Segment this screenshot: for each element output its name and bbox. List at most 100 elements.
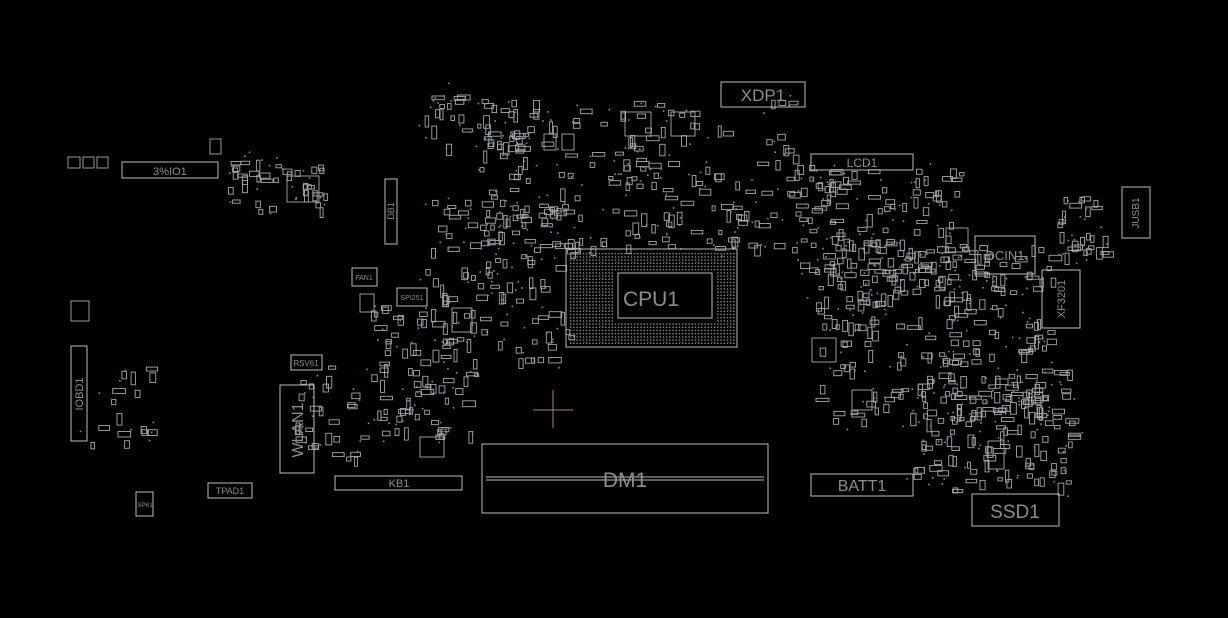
- via-dot: [530, 218, 533, 220]
- component-rsv61[interactable]: RSV61: [290, 354, 323, 371]
- cpu-ball: [598, 265, 601, 268]
- cpu-ball: [730, 294, 732, 296]
- cpu-ball: [579, 272, 581, 274]
- via-dot: [1005, 345, 1007, 348]
- cpu-ball: [611, 301, 613, 303]
- cpu-ball: [576, 310, 578, 312]
- via-dot: [1067, 200, 1069, 202]
- passive-component: [414, 414, 420, 421]
- via-dot: [467, 281, 470, 283]
- cpu-ball: [595, 256, 597, 258]
- via-dot: [119, 380, 121, 382]
- passive-component: [497, 140, 502, 151]
- cpu-ball: [589, 301, 591, 303]
- cpu-ball: [704, 329, 706, 332]
- via-dot: [797, 259, 799, 261]
- via-dot: [867, 240, 870, 243]
- via-dot: [1051, 361, 1053, 364]
- cpu-ball: [592, 342, 594, 344]
- passive-component: [398, 408, 412, 414]
- component-cpu1[interactable]: CPU1: [565, 248, 738, 348]
- connector-dm1[interactable]: DM1: [481, 443, 769, 514]
- cpu-ball: [598, 339, 601, 341]
- via-dot: [1016, 369, 1018, 371]
- passive-component: [871, 316, 876, 328]
- cpu-ball: [627, 323, 629, 325]
- cpu-ball: [582, 329, 585, 332]
- connector-dcin1[interactable]: DCIN1: [974, 235, 1036, 275]
- via-dot: [923, 415, 925, 418]
- cpu-ball: [723, 323, 725, 325]
- connector-lcd1[interactable]: LCD1: [810, 153, 914, 171]
- cpu-ball: [669, 262, 671, 264]
- cpu-ball: [733, 272, 735, 274]
- connector-top-left-small[interactable]: [67, 138, 222, 169]
- connector-xdp1[interactable]: XDP1: [720, 81, 806, 108]
- passive-component: [379, 379, 386, 393]
- passive-component: [555, 243, 565, 250]
- via-dot: [443, 361, 445, 363]
- cpu-ball: [582, 339, 585, 341]
- cpu-ball: [720, 339, 722, 341]
- connector-wlan1[interactable]: WLAN1: [279, 384, 315, 474]
- component-xf3201[interactable]: XF3201: [1041, 269, 1081, 329]
- cpu-ball: [659, 259, 661, 261]
- passive-component: [1069, 202, 1083, 209]
- via-dot: [864, 370, 866, 372]
- passive-component: [785, 148, 795, 154]
- passive-component: [937, 470, 949, 477]
- cpu-ball: [582, 313, 585, 316]
- passive-component: [952, 360, 959, 366]
- via-dot: [817, 227, 820, 229]
- cpu-ball: [659, 326, 661, 328]
- passive-component: [443, 295, 449, 306]
- passive-component: [923, 176, 929, 186]
- cpu-ball: [723, 320, 725, 322]
- passive-component: [486, 261, 492, 268]
- via-dot: [1042, 337, 1044, 340]
- via-dot: [884, 313, 887, 316]
- via-dot: [503, 338, 505, 341]
- cpu-ball: [688, 342, 690, 344]
- passive-component: [1063, 196, 1068, 205]
- passive-component: [921, 352, 933, 360]
- via-dot: [1030, 403, 1033, 406]
- passive-component: [994, 286, 1006, 292]
- passive-component: [824, 296, 829, 310]
- cpu-ball: [630, 339, 633, 341]
- cpu-ball: [653, 336, 655, 338]
- cpu-ball: [605, 285, 607, 287]
- cpu-ball: [611, 269, 613, 271]
- cpu-ball: [576, 285, 578, 287]
- connector-fan1[interactable]: FAN1: [351, 267, 378, 313]
- connector-iobd1-label: IOBD1: [74, 377, 86, 410]
- connector-kb1[interactable]: KB1: [334, 475, 463, 491]
- via-dot: [1028, 317, 1031, 320]
- passive-component: [874, 407, 879, 416]
- connector-io1[interactable]: 3%IO1: [121, 161, 219, 179]
- passive-component: [973, 348, 980, 355]
- connector-spk1[interactable]: SPK1: [135, 491, 154, 517]
- connector-db1[interactable]: DB1: [384, 178, 398, 245]
- cpu-ball: [726, 326, 729, 328]
- passive-component: [452, 311, 458, 325]
- cpu-ball: [624, 323, 626, 325]
- cpu-ball: [611, 291, 613, 293]
- passive-component: [509, 135, 515, 143]
- passive-component: [918, 264, 929, 269]
- component-spi251[interactable]: SPI251: [396, 287, 428, 307]
- via-dot: [734, 231, 736, 233]
- via-dot: [410, 341, 413, 344]
- cpu-ball: [592, 269, 594, 271]
- via-dot: [688, 173, 690, 176]
- via-dot: [1060, 383, 1063, 386]
- connector-batt1[interactable]: BATT1: [810, 473, 914, 497]
- connector-ssd1[interactable]: SSD1: [971, 493, 1060, 527]
- cpu-ball: [611, 342, 613, 344]
- connector-jusb1[interactable]: JUSB1: [1121, 186, 1151, 239]
- connector-tpad1[interactable]: TPAD1: [207, 482, 253, 499]
- connector-iobd1[interactable]: IOBD1: [70, 300, 90, 442]
- via-dot: [550, 231, 552, 233]
- passive-component: [548, 121, 554, 134]
- via-dot: [940, 366, 942, 368]
